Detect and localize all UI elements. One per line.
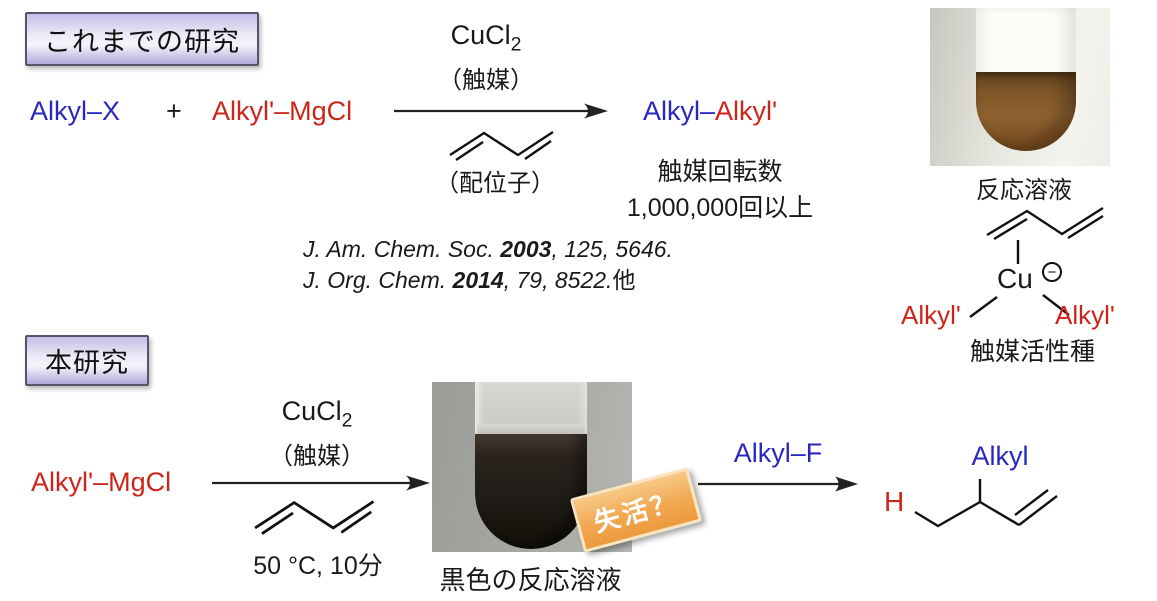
reaction-photo-brown: [930, 8, 1110, 166]
catalyst-formula-2-text: CuCl: [281, 396, 342, 426]
citation-2-sep: ,: [503, 267, 517, 293]
this-research-tag-label: 本研究: [45, 348, 129, 378]
citation-1-pages: , 5646.: [602, 236, 673, 262]
citation-2-pages: , 8522.: [542, 267, 613, 293]
product-alkyl-prime-part: Alkyl': [715, 96, 778, 126]
reaction-arrow-2: [212, 475, 430, 491]
brown-solution: [976, 72, 1076, 151]
complex-ligand-left: Alkyl': [901, 300, 961, 330]
black-solution: [475, 434, 587, 549]
citation-2-journal: J. Org. Chem.: [303, 267, 453, 293]
reagent-alkyl-f: Alkyl–F: [733, 438, 823, 468]
previous-research-tag-label: これまでの研究: [44, 26, 240, 57]
butadiene-structure-2: [254, 500, 375, 535]
catalyst-note-2: （触媒）: [269, 443, 365, 470]
product-skeleton-structure: [914, 479, 1058, 528]
turnover-value: 1,000,000回以上: [626, 194, 814, 222]
this-research-tag: 本研究: [25, 335, 149, 386]
citation-2-year: 2014: [452, 267, 504, 293]
cu-metal-label: Cu: [997, 263, 1033, 294]
reaction-arrow-1: [394, 103, 608, 119]
catalyst-note-1: （触媒）: [438, 67, 534, 94]
cu-complex-bonds: [969, 206, 1104, 318]
catalyst-formula-2-sub: 2: [341, 409, 353, 432]
minus-charge-icon: −: [1042, 262, 1062, 282]
previous-research-tag: これまでの研究: [25, 12, 259, 66]
citation-1-journal: J. Am. Chem. Soc.: [303, 236, 501, 262]
citations-block: J. Am. Chem. Soc. 2003, 125, 5646. J. Or…: [303, 234, 673, 296]
ligand-note: （配位子）: [435, 170, 555, 197]
product-alkyl-alkyl: Alkyl–Alkyl': [643, 96, 777, 127]
foam-band: [477, 424, 585, 436]
reactant-alkyl-mgcl-2: Alkyl'–MgCl: [31, 467, 172, 497]
reactant-alkyl-mgcl: Alkyl'–MgCl: [212, 96, 353, 126]
plus-sign: +: [166, 96, 182, 126]
reactant-alkyl-x: Alkyl–X: [30, 96, 121, 126]
photo-caption-black-solution: 黒色の反応溶液: [439, 565, 622, 595]
citation-2-suffix: 他: [612, 267, 636, 293]
citation-2: J. Org. Chem. 2014, 79, 8522.他: [303, 265, 673, 296]
catalyst-formula-1-sub: 2: [510, 33, 522, 56]
citation-1-volume: 125: [564, 236, 603, 262]
complex-ligand-right: Alkyl': [1055, 300, 1115, 330]
product-alkyl-label: Alkyl: [971, 441, 1029, 471]
reaction-photo-black: [432, 382, 632, 552]
product-alkyl-part: Alkyl–: [643, 96, 716, 126]
catalyst-formula-1-text: CuCl: [450, 20, 511, 50]
turnover-label: 触媒回転数: [657, 158, 783, 186]
citation-2-volume: 79: [516, 267, 543, 293]
reaction-arrow-3: [698, 476, 858, 492]
product-h-label: H: [884, 486, 905, 517]
complex-caption: 触媒活性種: [969, 338, 1095, 366]
catalyst-formula-2: CuCl2: [262, 396, 372, 432]
citation-1-year: 2003: [500, 236, 552, 262]
catalyst-formula-1: CuCl2: [431, 20, 541, 56]
reaction-conditions: 50 °C, 10分: [253, 552, 383, 580]
citation-1-sep: ,: [551, 236, 565, 262]
photo-caption-reaction-solution: 反応溶液: [976, 177, 1072, 204]
citation-1: J. Am. Chem. Soc. 2003, 125, 5646.: [303, 234, 673, 265]
butadiene-structure-1: [449, 130, 554, 161]
